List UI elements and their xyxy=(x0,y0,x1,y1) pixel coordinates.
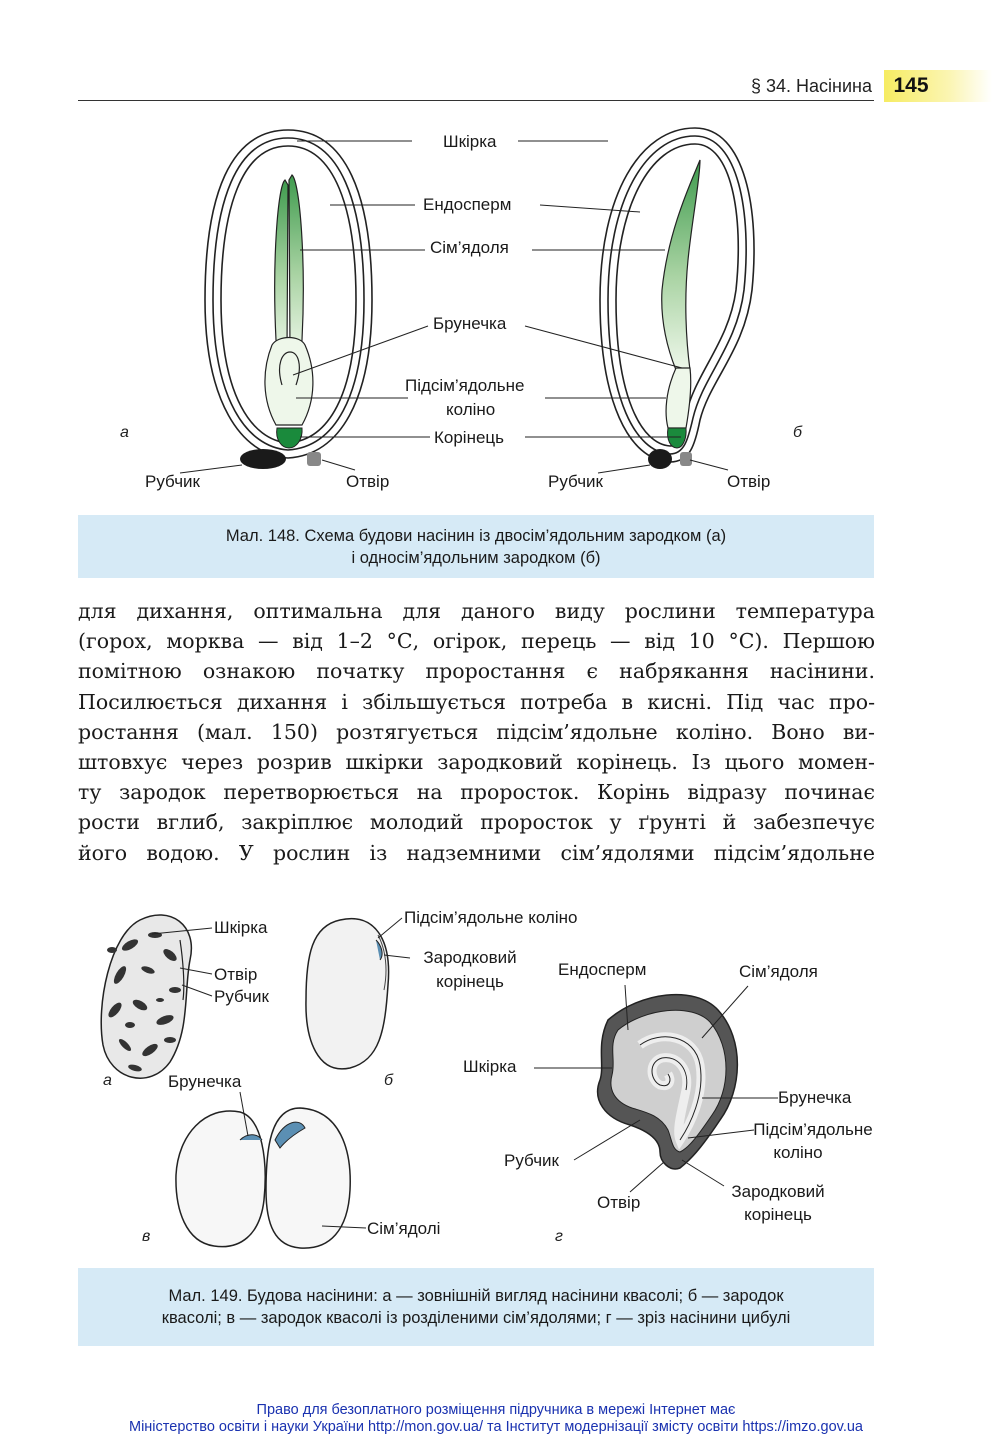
body-line: для дихання, оптимальна для даного виду … xyxy=(78,599,875,623)
figure-148-illustration xyxy=(179,127,755,474)
label-korinets: Корінець xyxy=(434,428,505,447)
section-title: § 34. Насінина xyxy=(751,76,872,96)
label-letter-b: б xyxy=(793,424,802,441)
bean-v-cotyledon-left xyxy=(175,1110,266,1248)
label-shkirka: Шкірка xyxy=(443,132,497,151)
page-number: 145 xyxy=(893,74,929,97)
body-line: ростання (мал. 150) розтягується підсім’… xyxy=(78,719,875,744)
page-number-badge xyxy=(884,70,992,102)
header-divider xyxy=(78,100,874,101)
figure-148-leader-lines xyxy=(179,140,729,474)
seed-a-plumule xyxy=(278,351,300,386)
label-letter-a: а xyxy=(103,1072,112,1089)
body-paragraph: для дихання, оптимальна для даного виду … xyxy=(78,596,875,868)
label-pidsimyadolne: Підсім’ядольне xyxy=(405,376,525,395)
label-otvir-g: Отвір xyxy=(597,1193,641,1212)
label-letter-v: в xyxy=(142,1228,151,1245)
label-kolino: коліно xyxy=(446,400,496,419)
body-line: його водою. У рослин із надземними сім’я… xyxy=(78,840,875,865)
figure-149-caption-line1: Мал. 149. Будова насінини: а — зовнішній… xyxy=(168,1287,784,1305)
label-kolino-g: коліно xyxy=(773,1143,823,1162)
label-brunechka: Брунечка xyxy=(433,314,507,333)
label-rubchyk-g: Рубчик xyxy=(504,1151,559,1170)
body-line: ту зародок перетворюється на проросток. … xyxy=(78,780,875,805)
seed-a-radicle xyxy=(276,427,303,449)
label-zarodkovyi-b: Зародковий xyxy=(423,948,517,967)
footer-line2: Міністерство освіти і науки України http… xyxy=(129,1419,863,1435)
seed-a-cotyledons xyxy=(274,174,304,357)
seed-a-shell xyxy=(204,129,373,459)
label-rubchyk-a: Рубчик xyxy=(214,987,269,1006)
body-line: рости вглиб, закріплює молодий проросток… xyxy=(78,810,875,835)
figure-149-caption-line2: квасолі; в — зародок квасолі із розділен… xyxy=(161,1309,791,1327)
bean-b-embryo xyxy=(305,917,390,1070)
label-endosperm: Ендосперм xyxy=(423,195,512,214)
label-simyadoli-v: Сім’ядолі xyxy=(367,1219,441,1238)
bean-a-speckles xyxy=(107,932,181,1072)
label-rubchyk-b: Рубчик xyxy=(548,472,603,491)
label-endosperm-g: Ендосперм xyxy=(558,960,647,979)
label-letter-a: а xyxy=(120,424,129,441)
seed-b-micropyle xyxy=(680,452,692,466)
label-shkirka-a: Шкірка xyxy=(214,918,268,937)
seed-b-radicle xyxy=(667,427,687,449)
seed-a-embryo xyxy=(264,336,314,426)
label-korinets-g: корінець xyxy=(744,1205,812,1224)
figure-148-caption: Мал. 148. Схема будови насінин із двосім… xyxy=(78,515,874,578)
label-shkirka-g: Шкірка xyxy=(463,1057,517,1076)
label-simyadolia-g: Сім’ядоля xyxy=(739,962,818,981)
label-rubchyk-a: Рубчик xyxy=(145,472,200,491)
label-letter-g: г xyxy=(555,1228,563,1245)
label-pidsim-kolino-b: Підсім’ядольне коліно xyxy=(404,908,578,927)
seed-a-micropyle xyxy=(307,452,321,466)
label-otvir-b: Отвір xyxy=(727,472,771,491)
copyright-footer: Право для безоплатного розміщення підруч… xyxy=(78,1402,914,1436)
label-simyadolia: Сім’ядоля xyxy=(430,238,509,257)
body-line: Посилюється дихання і збільшується потре… xyxy=(78,689,875,714)
body-line: помітною ознакою початку проростання є н… xyxy=(78,659,875,684)
label-zarodkovyi-g: Зародковий xyxy=(731,1182,825,1201)
label-korinets-b: корінець xyxy=(436,972,504,991)
figure-148-caption-line1: Мал. 148. Схема будови насінин із двосім… xyxy=(225,527,727,545)
body-line: (горох, морква — від 1–2 °С, огірок, пер… xyxy=(78,629,875,654)
figure-148-caption-line2: і односім’ядольним зародком (б) xyxy=(351,549,601,567)
label-letter-b: б xyxy=(384,1072,393,1089)
seed-a-hilum xyxy=(240,449,286,469)
bean-v-cotyledon-right xyxy=(265,1107,351,1249)
seed-b-hilum xyxy=(648,449,672,469)
body-line: штовхує через розрив шкірки зародковий к… xyxy=(78,750,875,775)
label-otvir-a: Отвір xyxy=(214,965,258,984)
label-pidsimyadolne-g: Підсім’ядольне xyxy=(753,1120,873,1139)
label-brunechka-v: Брунечка xyxy=(168,1072,242,1091)
figure-149-leader-lines xyxy=(151,917,778,1229)
footer-line1: Право для безоплатного розміщення підруч… xyxy=(256,1402,736,1418)
figure-149-caption: Мал. 149. Будова насінини: а — зовнішній… xyxy=(78,1268,874,1346)
label-brunechka-g: Брунечка xyxy=(778,1088,852,1107)
label-otvir-a: Отвір xyxy=(346,472,390,491)
